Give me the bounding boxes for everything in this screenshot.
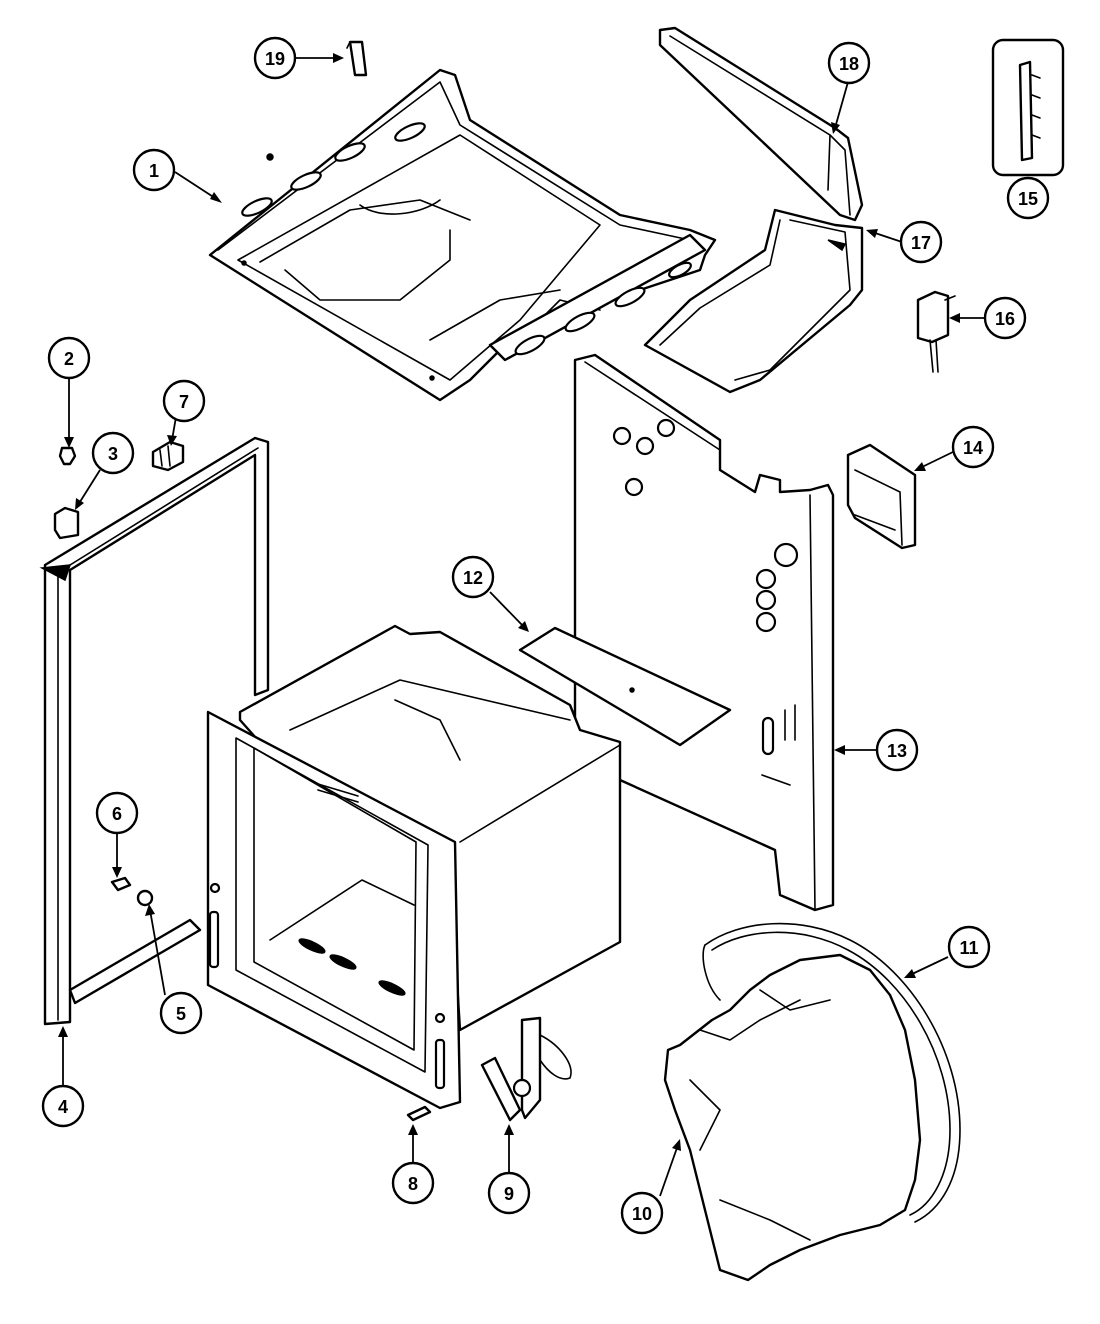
part-gasket-11 — [702, 922, 961, 1223]
part-insulation-10 — [663, 953, 922, 1282]
callout-10[interactable]: 10 — [620, 1191, 664, 1235]
callout-6[interactable]: 6 — [95, 791, 139, 835]
callout-9-label: 9 — [504, 1184, 514, 1204]
callout-4-label: 4 — [58, 1097, 68, 1117]
callout-16-label: 16 — [995, 309, 1015, 329]
callout-12-label: 12 — [463, 568, 483, 588]
part-burner-box — [208, 68, 717, 402]
callout-15[interactable]: 15 — [1006, 176, 1050, 220]
callout-18-label: 18 — [839, 54, 859, 74]
callout-18[interactable]: 18 — [827, 41, 871, 85]
part-plate-12 — [518, 626, 732, 747]
part-bracket-14 — [846, 443, 917, 550]
callout-11-label: 11 — [959, 938, 978, 958]
callout-5-label: 5 — [176, 1004, 186, 1024]
callout-11[interactable]: 11 — [947, 925, 991, 969]
part-switch-16 — [916, 290, 956, 373]
callout-10-label: 10 — [632, 1204, 652, 1224]
callout-8[interactable]: 8 — [391, 1161, 435, 1205]
part-nut-5 — [136, 889, 154, 907]
callout-4[interactable]: 4 — [41, 1084, 85, 1128]
part-hinge-9 — [480, 1016, 572, 1122]
callout-1[interactable]: 1 — [132, 148, 176, 192]
callouts: 1 2 3 4 5 6 7 8 — [41, 36, 1050, 1235]
callout-5[interactable]: 5 — [159, 991, 203, 1035]
part-screw-8 — [406, 1105, 432, 1122]
callout-2[interactable]: 2 — [47, 336, 91, 380]
callout-19-label: 19 — [265, 49, 285, 69]
part-vent-duct-18 — [658, 26, 864, 222]
part-screw-6 — [110, 876, 132, 892]
callout-16[interactable]: 16 — [983, 296, 1027, 340]
part-bracket-3 — [53, 506, 80, 540]
callout-1-label: 1 — [149, 161, 159, 181]
part-screw-2 — [58, 446, 77, 466]
part-oven-cavity — [206, 624, 622, 1110]
callout-9[interactable]: 9 — [487, 1171, 531, 1215]
callout-3-label: 3 — [108, 444, 118, 464]
callout-19[interactable]: 19 — [253, 36, 297, 80]
part-clip-7 — [151, 440, 185, 472]
part-side-panel-13 — [573, 353, 835, 912]
callout-17[interactable]: 17 — [899, 220, 943, 264]
leader-lines — [58, 53, 986, 1197]
callout-17-label: 17 — [911, 233, 931, 253]
callout-14-label: 14 — [963, 438, 983, 458]
callout-2-label: 2 — [64, 349, 74, 369]
part-frame-4 — [39, 436, 270, 1026]
part-terminal-block-15 — [991, 38, 1065, 177]
callout-13-label: 13 — [887, 741, 907, 761]
callout-6-label: 6 — [112, 804, 122, 824]
callout-7-label: 7 — [179, 392, 189, 412]
callout-13[interactable]: 13 — [875, 728, 919, 772]
callout-15-label: 15 — [1018, 189, 1038, 209]
callout-8-label: 8 — [408, 1174, 418, 1194]
callout-14[interactable]: 14 — [951, 425, 995, 469]
callout-7[interactable]: 7 — [162, 379, 206, 423]
callout-3[interactable]: 3 — [91, 431, 135, 475]
part-oven-vent-17 — [643, 208, 864, 394]
part-clip-19 — [346, 40, 368, 77]
callout-12[interactable]: 12 — [451, 555, 495, 599]
